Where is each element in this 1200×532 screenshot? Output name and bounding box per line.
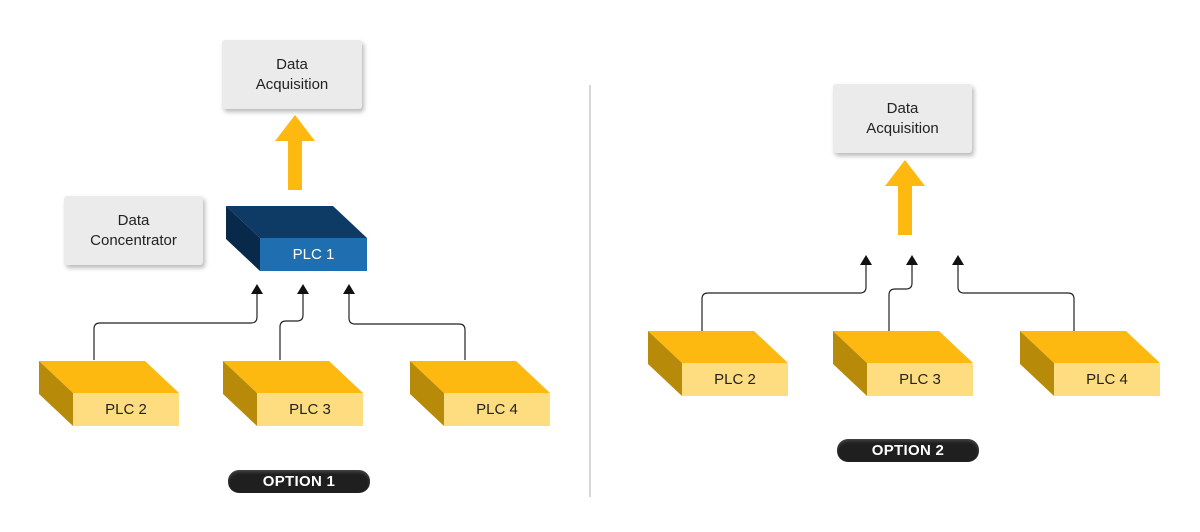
option1-arrowhead-1 [251, 284, 263, 294]
option1-plc1-front [260, 238, 367, 271]
option2-arrowhead-2 [906, 255, 918, 265]
option2-connector-plc3 [888, 263, 913, 331]
option2-plc2-block [648, 331, 788, 396]
option2-data-acquisition-box: Data Acquisition [833, 84, 972, 153]
option1-arrowheads [251, 284, 355, 294]
option2-acquisition-line2: Acquisition [866, 119, 939, 137]
option1-plc2-block [39, 361, 179, 426]
option1-arrowhead-2 [297, 284, 309, 294]
option2-arrowhead-3 [952, 255, 964, 265]
option1-plc1-label: PLC 1 [292, 246, 335, 263]
option1-upload-arrow [275, 115, 315, 190]
option1-plc3-block [223, 361, 363, 426]
option1-arrowhead-3 [343, 284, 355, 294]
option1-connector-plc2 [93, 292, 258, 360]
option2-label-pill: OPTION 2 [837, 439, 979, 462]
option1-connectors [93, 292, 466, 360]
option1-plc1-side [226, 206, 260, 271]
option1-plc1-block [226, 206, 367, 271]
option1-concentrator-line2: Concentrator [90, 231, 177, 249]
option1-acquisition-line1: Data [276, 55, 308, 73]
option1-data-concentrator-box: Data Concentrator [64, 196, 203, 265]
option1-label-pill: OPTION 1 [228, 470, 370, 493]
option2-connector-plc2 [701, 263, 867, 331]
option2-plc3-block [833, 331, 973, 396]
option2-acquisition-line1: Data [886, 99, 919, 117]
option2-upload-arrow [885, 160, 925, 235]
option1-plc4-label: PLC 4 [476, 401, 518, 418]
option2-plc3-label: PLC 3 [899, 371, 941, 388]
option1-plc4-block [410, 361, 550, 426]
option2-connectors [701, 263, 1075, 331]
option1-data-acquisition-box: Data Acquisition [222, 40, 362, 109]
option1-plc2-label: PLC 2 [105, 401, 147, 418]
option1-plc1-top [226, 206, 367, 238]
option2-plc2-label: PLC 2 [714, 371, 756, 388]
option1-connector-plc4 [348, 292, 466, 360]
option1-concentrator-line1: Data [117, 211, 150, 229]
option1-plc3-label: PLC 3 [289, 401, 331, 418]
option2-plc4-label: PLC 4 [1086, 371, 1128, 388]
option2-connector-plc4 [957, 263, 1075, 331]
option2-arrowheads [860, 255, 964, 265]
option1-acquisition-line2: Acquisition [255, 75, 329, 93]
option2-arrowhead-1 [860, 255, 872, 265]
option1-connector-plc3 [279, 292, 304, 360]
option2-plc4-block [1020, 331, 1160, 396]
